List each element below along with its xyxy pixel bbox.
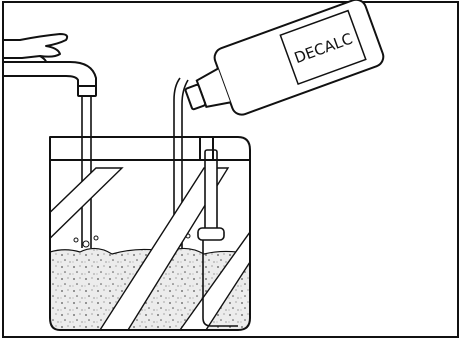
- faucet-water-stream: [82, 96, 91, 248]
- faucet: [4, 62, 96, 96]
- descaler-bottle: DECALC: [176, 0, 386, 130]
